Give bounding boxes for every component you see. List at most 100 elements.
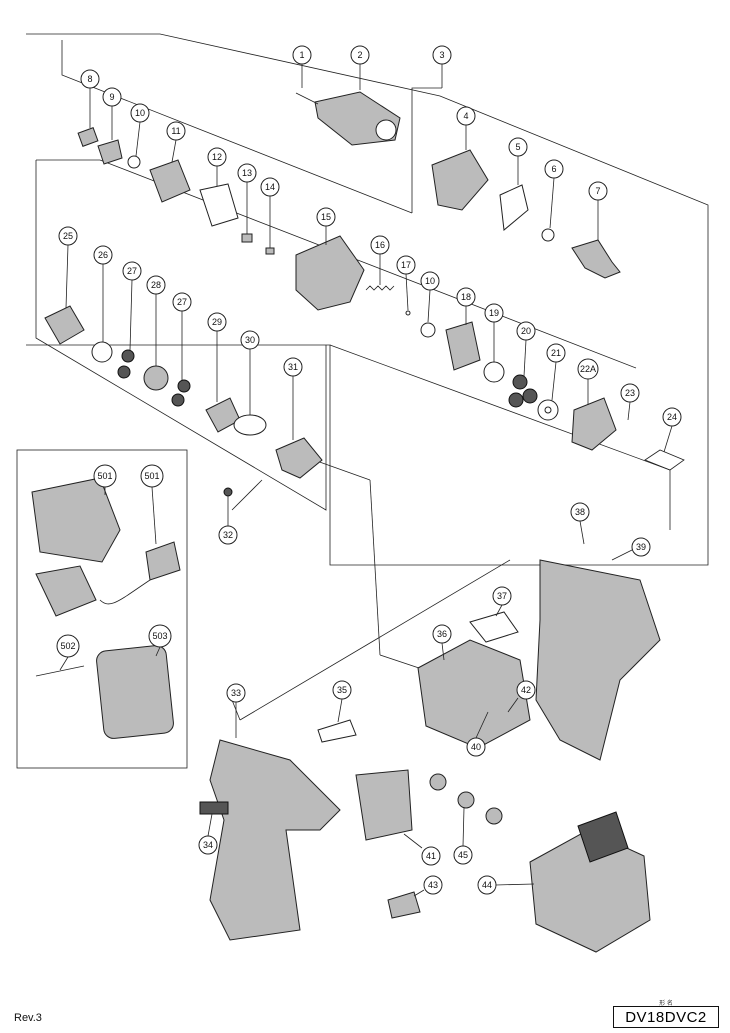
callout-501b: 501: [140, 464, 164, 545]
callouts: 1 2 3 4 5 6 7 8 9 10 11 12 13 14 15 16 1…: [56, 45, 682, 897]
svg-text:37: 37: [497, 591, 507, 601]
housing-right: [535, 559, 661, 761]
callout-9: 9: [102, 87, 122, 140]
svg-text:21: 21: [551, 348, 561, 358]
svg-text:30: 30: [245, 335, 255, 345]
model-name: DV18DVC2: [625, 1009, 707, 1026]
svg-text:17: 17: [401, 260, 411, 270]
callout-40: 40: [466, 711, 489, 757]
callout-23: 23: [620, 383, 640, 421]
svg-text:35: 35: [337, 685, 347, 695]
callout-31: 31: [283, 357, 303, 440]
accessory-box: [16, 449, 188, 769]
callout-3: 3: [432, 45, 452, 88]
callout-10b: 10: [420, 271, 440, 323]
callout-10a: 10: [130, 103, 150, 157]
svg-text:19: 19: [489, 308, 499, 318]
callout-11: 11: [166, 121, 186, 163]
svg-text:4: 4: [463, 111, 468, 121]
callout-27a: 27: [122, 261, 142, 351]
svg-text:23: 23: [625, 388, 635, 398]
callout-26: 26: [93, 245, 113, 342]
svg-text:2: 2: [357, 50, 362, 60]
callout-30: 30: [240, 330, 260, 415]
callout-20: 20: [516, 321, 536, 377]
svg-text:502: 502: [60, 641, 75, 651]
parts-art: [31, 91, 685, 953]
svg-text:28: 28: [151, 280, 161, 290]
callout-42: 42: [507, 680, 536, 713]
svg-text:501: 501: [144, 471, 159, 481]
callout-29: 29: [207, 312, 227, 402]
callout-25: 25: [58, 226, 78, 309]
svg-text:44: 44: [482, 880, 492, 890]
svg-text:39: 39: [636, 542, 646, 552]
svg-text:33: 33: [231, 688, 241, 698]
svg-text:32: 32: [223, 530, 233, 540]
callout-21: 21: [546, 343, 566, 401]
svg-text:36: 36: [437, 629, 447, 639]
callout-12: 12: [207, 147, 227, 186]
svg-text:16: 16: [375, 240, 385, 250]
callout-18: 18: [456, 287, 476, 325]
svg-text:11: 11: [171, 126, 180, 136]
svg-text:501: 501: [97, 471, 112, 481]
svg-text:5: 5: [515, 142, 520, 152]
callout-43: 43: [413, 875, 443, 897]
svg-text:15: 15: [321, 212, 331, 222]
callout-32: 32: [218, 496, 238, 545]
callout-14: 14: [260, 177, 280, 248]
svg-text:25: 25: [63, 231, 73, 241]
callout-39: 39: [611, 537, 651, 561]
svg-text:29: 29: [212, 317, 222, 327]
svg-text:22A: 22A: [580, 364, 596, 374]
callout-37: 37: [492, 586, 512, 617]
svg-text:10: 10: [425, 276, 435, 286]
callout-16: 16: [370, 235, 390, 285]
callout-7: 7: [588, 181, 608, 240]
dc-motor: [417, 639, 531, 749]
svg-text:14: 14: [265, 182, 275, 192]
callout-22a: 22A: [577, 358, 599, 405]
callout-36: 36: [432, 624, 452, 661]
svg-text:7: 7: [595, 186, 600, 196]
svg-text:27: 27: [127, 266, 137, 276]
svg-text:13: 13: [242, 168, 252, 178]
svg-text:38: 38: [575, 507, 585, 517]
svg-text:20: 20: [521, 326, 531, 336]
callout-13: 13: [237, 163, 257, 234]
svg-text:45: 45: [458, 850, 468, 860]
callout-27b: 27: [172, 292, 192, 380]
svg-text:12: 12: [212, 152, 222, 162]
svg-text:34: 34: [203, 840, 213, 850]
svg-text:43: 43: [428, 880, 438, 890]
callout-41: 41: [403, 833, 441, 866]
callout-24: 24: [662, 407, 682, 453]
callout-1: 1: [292, 45, 312, 88]
callout-15: 15: [316, 207, 336, 245]
callout-503: 503: [148, 624, 172, 657]
clutch-assembly: [295, 235, 365, 311]
svg-text:1: 1: [299, 50, 304, 60]
housing-left: [209, 739, 341, 941]
svg-text:18: 18: [461, 292, 471, 302]
callout-502: 502: [56, 634, 80, 671]
callout-33: 33: [226, 683, 246, 738]
svg-text:10: 10: [135, 108, 145, 118]
callout-44: 44: [477, 875, 535, 895]
svg-text:27: 27: [177, 297, 187, 307]
model-caption: 形 名: [659, 1001, 673, 1007]
svg-text:503: 503: [152, 631, 167, 641]
callout-35: 35: [332, 680, 352, 723]
svg-text:41: 41: [426, 851, 436, 861]
model-box: 形 名 DV18DVC2: [613, 1001, 719, 1028]
svg-text:26: 26: [98, 250, 108, 260]
svg-text:8: 8: [87, 74, 92, 84]
callout-6: 6: [544, 159, 564, 229]
callout-34: 34: [198, 813, 218, 855]
clutch-ring: [431, 149, 489, 211]
callout-8: 8: [80, 69, 100, 128]
callout-501a: 501: [93, 464, 117, 495]
